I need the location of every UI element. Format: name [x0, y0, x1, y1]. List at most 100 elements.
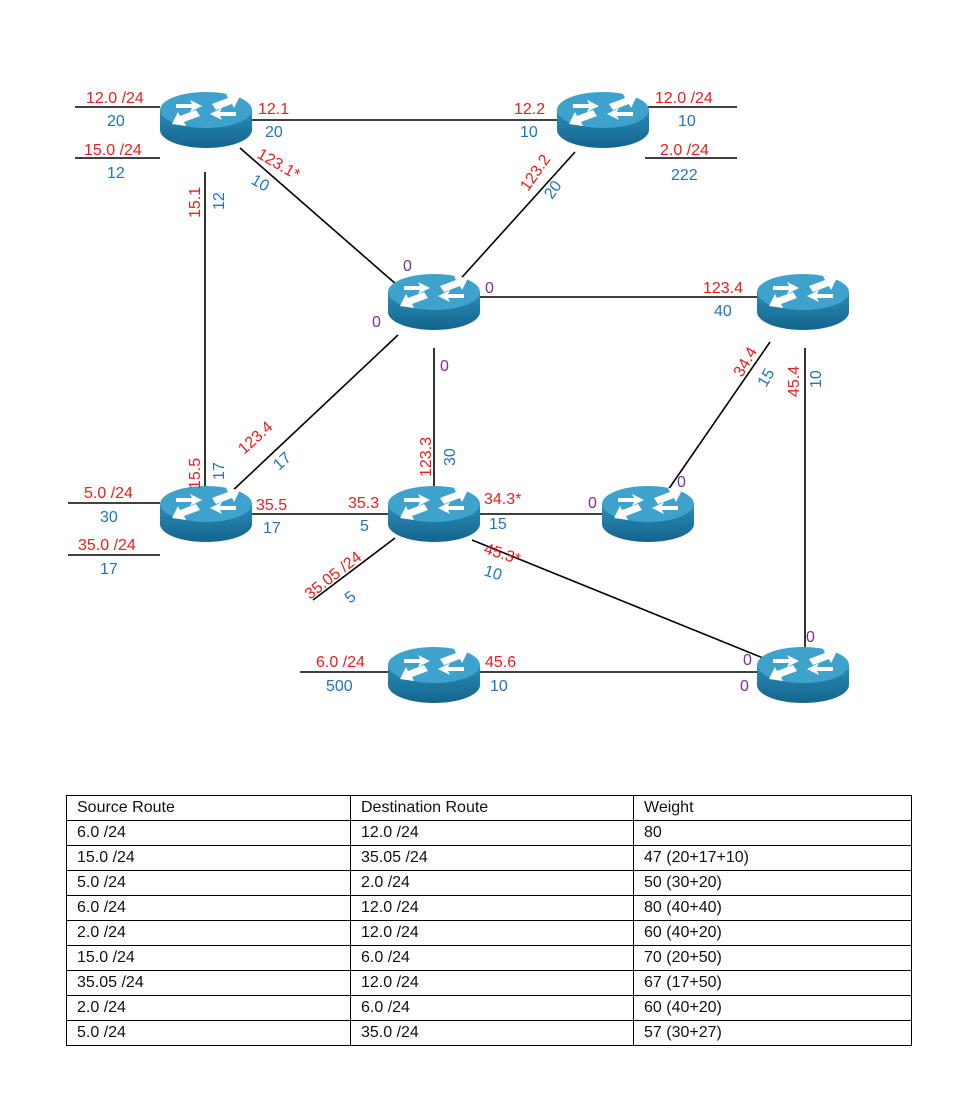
- cell-weight: 50 (30+20): [633, 870, 912, 896]
- r5-dr-ip: 123.4: [235, 418, 276, 457]
- drb-r4-cost: 0: [806, 629, 815, 646]
- cell-source: 15.0 /24: [66, 945, 351, 971]
- cell-destination: 12.0 /24: [350, 970, 634, 996]
- r2-dr-cost: 20: [541, 178, 565, 202]
- drb-r3-cost: 0: [743, 652, 752, 669]
- dr-r1-cost: 0: [403, 258, 412, 275]
- router-name: R2: [593, 152, 612, 169]
- cell-weight: 60 (40+20): [633, 995, 912, 1021]
- r1-r2-cost: 20: [265, 124, 283, 141]
- r5-net1-label: 5.0 /24: [84, 485, 133, 502]
- router-name: DR: [423, 334, 445, 351]
- router-r2: R2: [557, 92, 649, 169]
- router-dr-bottom: DR: [757, 647, 849, 724]
- cell-source: 35.05 /24: [66, 970, 351, 996]
- dr-r4-cost: 0: [485, 280, 494, 297]
- router-dr-center: DR: [388, 274, 480, 351]
- r3-dr24-ip: 34.3*: [484, 491, 521, 508]
- router-name: DR/24: [627, 546, 670, 563]
- r5-r3-ip: 35.5: [256, 497, 287, 514]
- cell-destination: 12.0 /24: [350, 895, 634, 921]
- cell-source: 5.0 /24: [66, 1020, 351, 1046]
- cell-destination: 35.0 /24: [350, 1020, 634, 1046]
- network-diagram: R1 R2 DR R4 R5 R3 DR/24 R6 DR 12.0 /24 2…: [68, 90, 849, 724]
- cell-weight: 57 (30+27): [633, 1020, 912, 1046]
- r4-dr24-cost: 15: [755, 366, 779, 390]
- r5-r3-cost: 17: [263, 520, 281, 537]
- r2-r1-ip: 12.2: [514, 101, 545, 118]
- cell-destination: 35.05 /24: [350, 845, 634, 871]
- r1-dr-cost: 10: [248, 172, 272, 196]
- r1-r5-cost: 12: [211, 192, 228, 210]
- r2-net1-label: 12.0 /24: [655, 90, 713, 107]
- link-r1-dr: [239, 147, 406, 293]
- router-r6: R6: [388, 647, 480, 724]
- r5-r1-ip: 15.5: [187, 458, 204, 489]
- table-header-row: Source Route Destination Route Weight: [66, 795, 912, 821]
- r1-net1-label: 12.0 /24: [86, 90, 144, 107]
- r6-net-label: 6.0 /24: [316, 654, 365, 671]
- r1-r5-ip: 15.1: [187, 187, 204, 218]
- r3-dr-ip: 123.3: [418, 437, 435, 477]
- col-header-source: Source Route: [66, 795, 351, 821]
- cell-weight: 47 (20+17+10): [633, 845, 912, 871]
- router-r3: R3: [388, 486, 480, 563]
- r2-net1-cost: 10: [678, 113, 696, 130]
- r6-net-cost: 500: [326, 678, 353, 695]
- r1-net1-cost: 20: [107, 113, 125, 130]
- cell-weight: 70 (20+50): [633, 945, 912, 971]
- col-header-destination: Destination Route: [350, 795, 634, 821]
- dr-r3-cost: 0: [440, 358, 449, 375]
- r5-net1-cost: 30: [100, 509, 118, 526]
- cell-weight: 80 (40+40): [633, 895, 912, 921]
- link-dr-r5: [227, 334, 399, 496]
- r3-r5-ip: 35.3: [348, 495, 379, 512]
- cell-destination: 6.0 /24: [350, 995, 634, 1021]
- drb-r6-cost: 0: [740, 678, 749, 695]
- cell-destination: 6.0 /24: [350, 945, 634, 971]
- r1-r2-ip: 12.1: [258, 101, 289, 118]
- r5-dr-cost: 17: [270, 449, 295, 474]
- r1-net2-cost: 12: [107, 165, 125, 182]
- routes-table: Source Route Destination Route Weight 6.…: [66, 795, 912, 1046]
- r3-net-label: 35.05 /24: [302, 549, 365, 604]
- router-name: R6: [424, 707, 443, 724]
- cell-weight: 67 (17+50): [633, 970, 912, 996]
- router-r4: R4: [757, 274, 849, 351]
- r2-r1-cost: 10: [520, 124, 538, 141]
- r4-dr-cost: 40: [714, 303, 732, 320]
- r4-drb-ip: 45.4: [786, 366, 803, 397]
- link-r4-dr24: [667, 341, 771, 491]
- r1-net2-label: 15.0 /24: [84, 142, 142, 159]
- r6-drb-cost: 10: [490, 678, 508, 695]
- cell-source: 2.0 /24: [66, 995, 351, 1021]
- r5-net2-cost: 17: [100, 561, 118, 578]
- cell-source: 6.0 /24: [66, 820, 351, 846]
- cell-destination: 12.0 /24: [350, 920, 634, 946]
- r2-net2-cost: 222: [671, 167, 698, 184]
- cell-destination: 12.0 /24: [350, 820, 634, 846]
- r3-r5-cost: 5: [360, 518, 369, 535]
- cell-destination: 2.0 /24: [350, 870, 634, 896]
- cell-source: 6.0 /24: [66, 895, 351, 921]
- cell-weight: 80: [633, 820, 912, 846]
- cell-weight: 60 (40+20): [633, 920, 912, 946]
- router-name: R3: [424, 546, 443, 563]
- router-r1: R1: [160, 92, 252, 169]
- r5-net2-label: 35.0 /24: [78, 537, 136, 554]
- router-dr24: DR/24: [602, 486, 694, 563]
- r3-net-cost: 5: [342, 588, 360, 607]
- r3-dr-cost: 30: [442, 448, 459, 466]
- r2-net2-label: 2.0 /24: [660, 142, 709, 159]
- col-header-weight: Weight: [633, 795, 912, 821]
- r4-dr-ip: 123.4: [703, 280, 743, 297]
- router-r5: R5: [160, 486, 252, 563]
- router-name: R5: [196, 546, 215, 563]
- link-r3-drb: [471, 539, 769, 661]
